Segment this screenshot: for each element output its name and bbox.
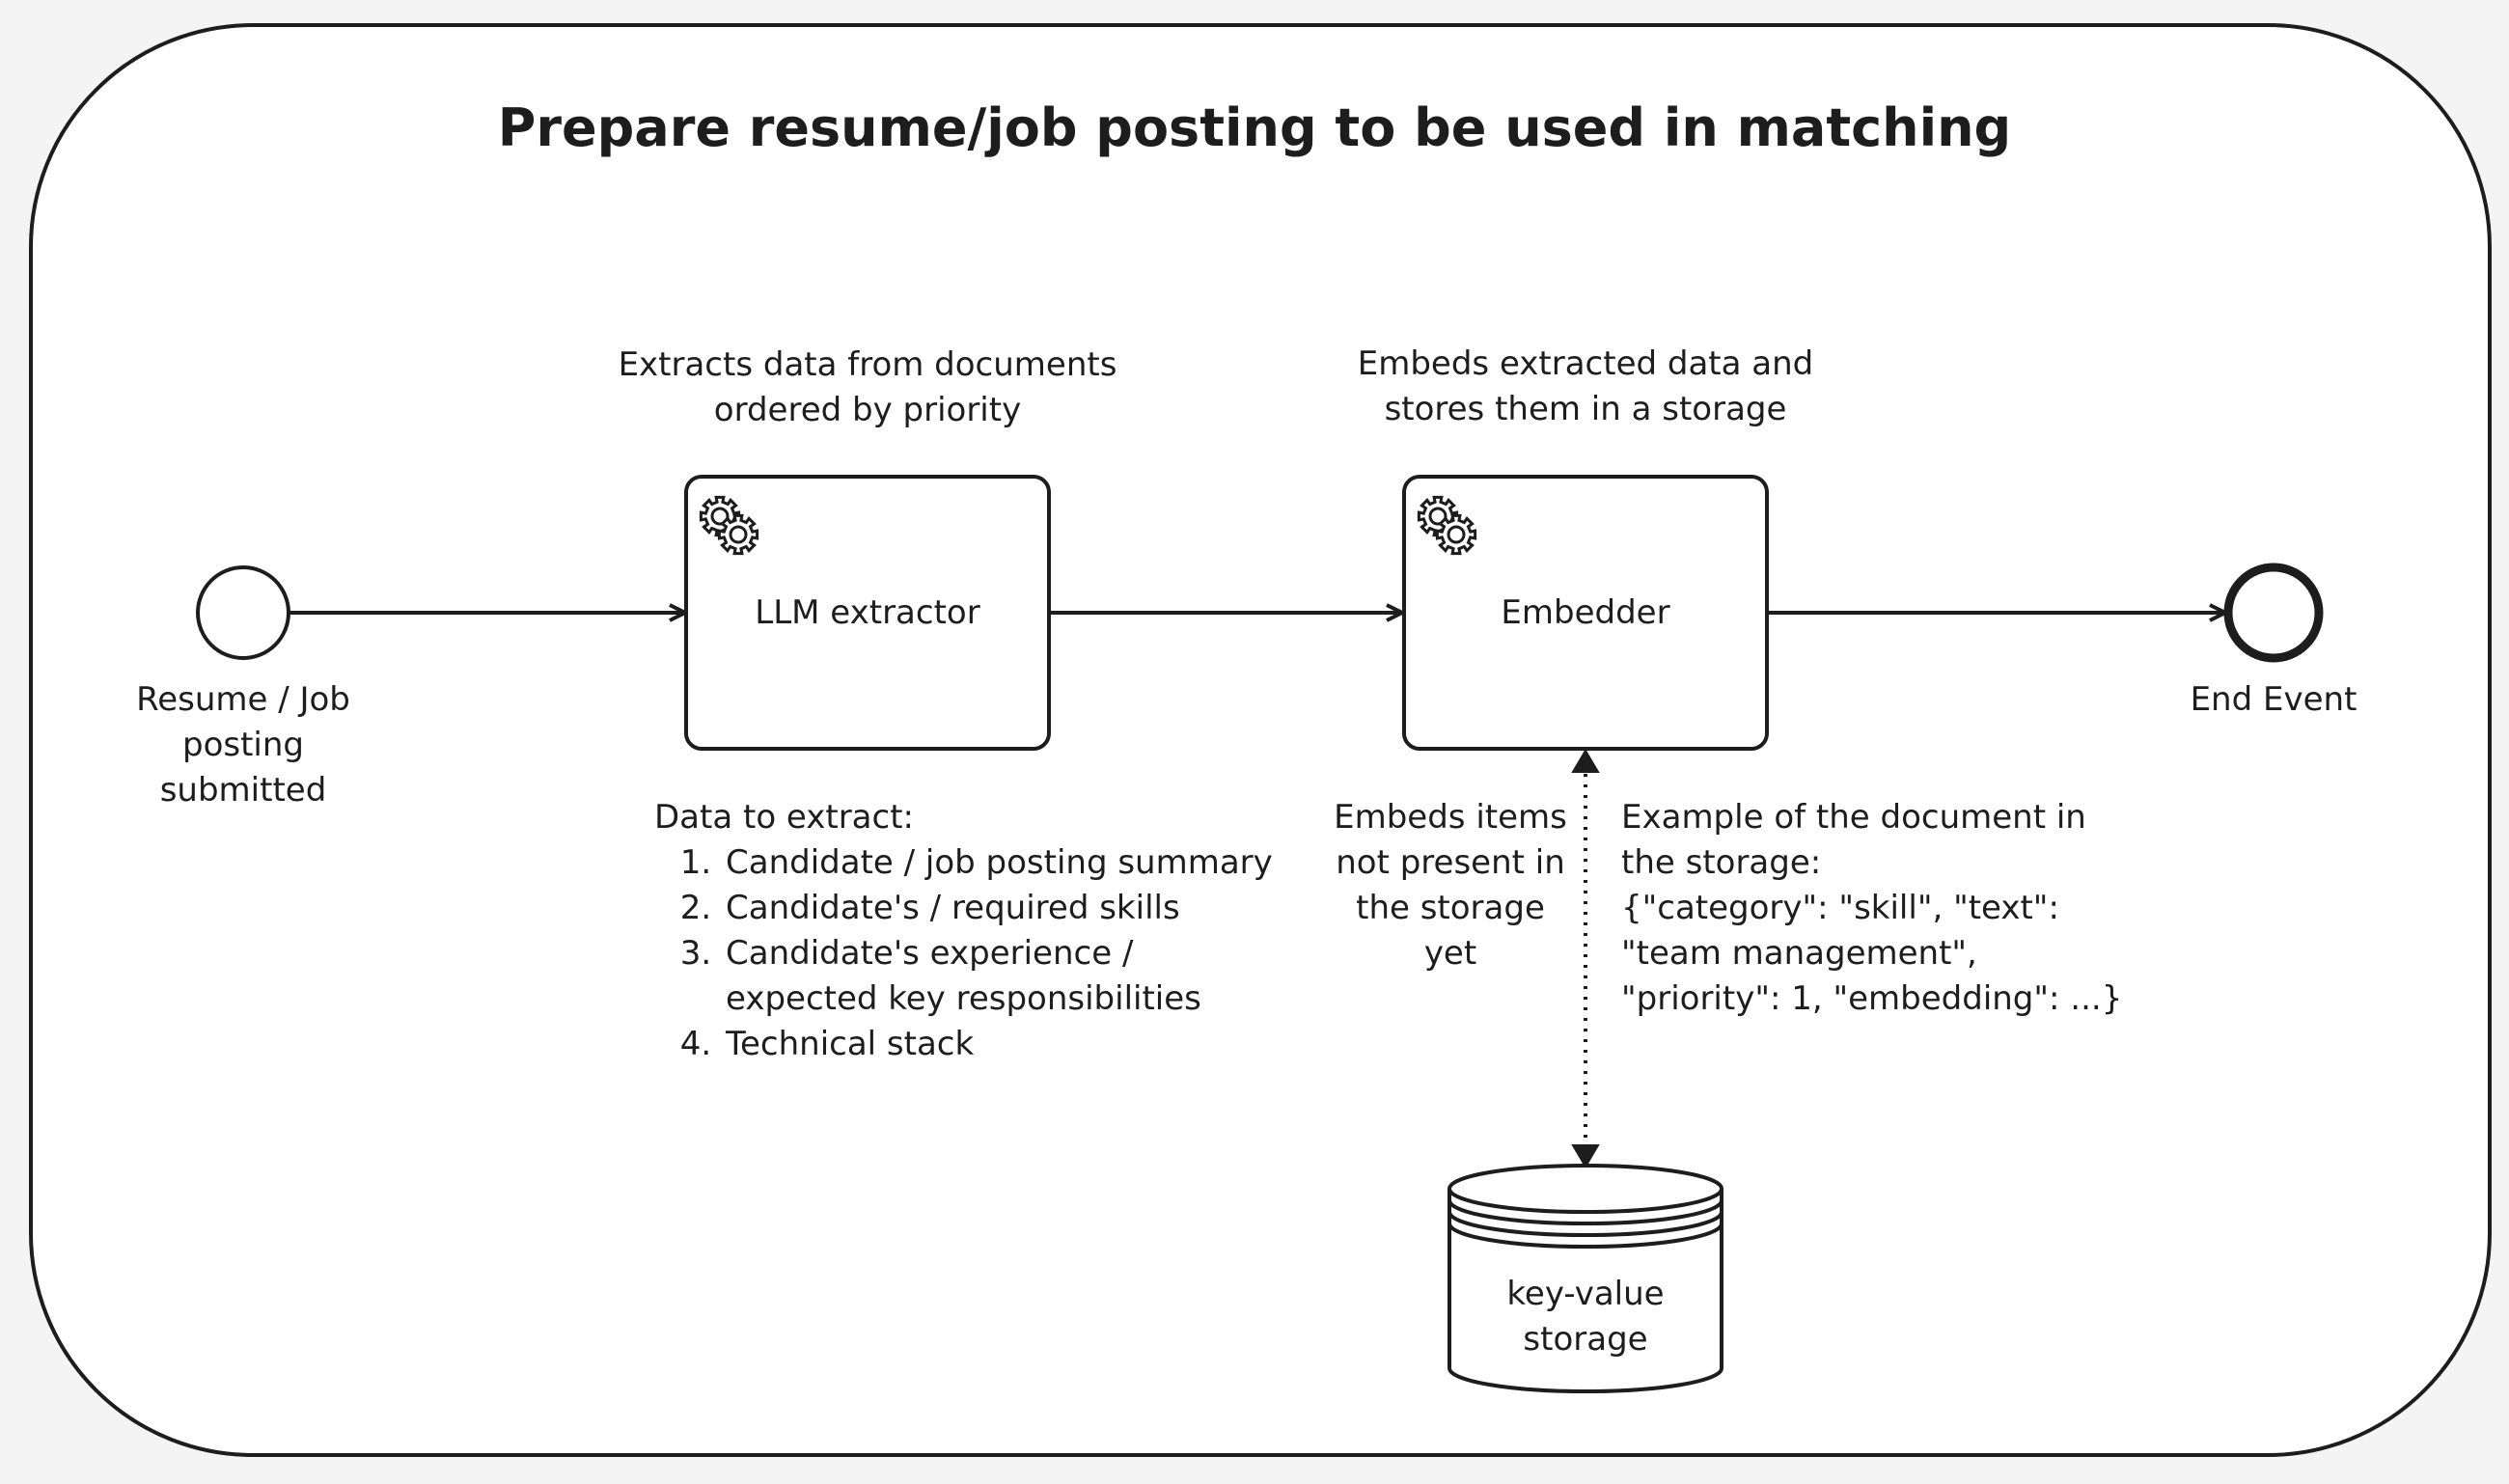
extract-item: Candidate / job posting summary: [722, 840, 1273, 886]
gear-hole: [729, 525, 748, 544]
task-embedder[interactable]: [1402, 475, 1769, 751]
gear-hole: [1447, 525, 1466, 544]
start-event[interactable]: [196, 565, 290, 660]
extract-note: Data to extract: Candidate / job posting…: [654, 795, 1273, 1067]
gears-icon: [699, 495, 759, 556]
storage-arrow-down-icon: [1571, 1144, 1600, 1168]
gear-hole: [710, 507, 730, 526]
task-label-embedder: Embedder: [1501, 593, 1670, 632]
embedder-annotation: Embeds extracted data and stores them in…: [1357, 344, 1814, 428]
extract-list: Candidate / job posting summary Candidat…: [654, 840, 1273, 1067]
end-event[interactable]: [2223, 563, 2324, 663]
embeds-note: Embeds items not present in the storage …: [1334, 798, 1567, 973]
extract-item: Candidate's / required skills: [722, 886, 1273, 931]
gear-hole: [1428, 507, 1448, 526]
extractor-annotation: Extracts data from documents ordered by …: [618, 345, 1117, 429]
extract-note-heading: Data to extract:: [654, 798, 914, 837]
start-event-label: Resume / Job posting submitted: [136, 680, 350, 810]
storage-label: key-value storage: [1506, 1275, 1665, 1359]
example-document-note: Example of the document in the storage: …: [1621, 798, 2123, 1018]
task-llm-extractor[interactable]: [684, 475, 1051, 751]
key-value-storage[interactable]: [1448, 1164, 1723, 1393]
end-event-label: End Event: [2190, 680, 2357, 719]
storage-arrow-up-icon: [1571, 749, 1600, 773]
extract-item: Technical stack: [722, 1022, 1273, 1067]
extract-item: Candidate's experience / expected key re…: [722, 931, 1273, 1022]
diagram-title: Prepare resume/job posting to be used in…: [497, 97, 2012, 158]
task-label-llm-extractor: LLM extractor: [755, 593, 980, 632]
gears-icon: [1417, 495, 1477, 556]
process-container: [29, 23, 2492, 1457]
